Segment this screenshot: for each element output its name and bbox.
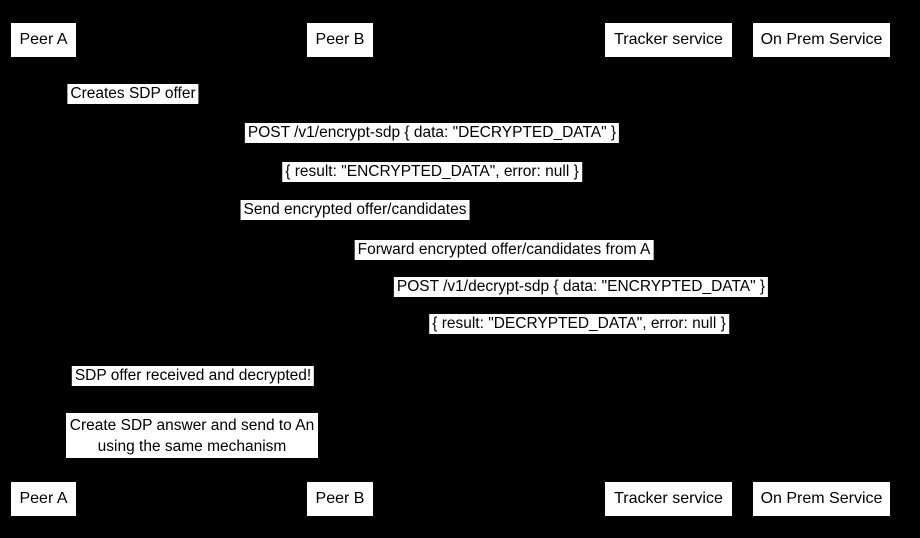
- arrow-self-creates-offer: [43, 106, 113, 107]
- note-line-2: using the same mechanism: [97, 437, 287, 455]
- actor-peer-a-top: Peer A: [11, 23, 76, 57]
- actor-peer-a-bottom: Peer A: [11, 482, 76, 516]
- message-post-decrypt-sdp: POST /v1/decrypt-sdp { data: "ENCRYPTED_…: [393, 277, 769, 297]
- actor-tracker-service-top: Tracker service: [605, 23, 732, 57]
- message-creates-sdp-offer: Creates SDP offer: [67, 84, 199, 104]
- message-post-encrypt-sdp: POST /v1/encrypt-sdp { data: "DECRYPTED_…: [244, 123, 620, 143]
- arrow-decrypt-response: [340, 337, 821, 338]
- lifeline-tracker-service: [668, 57, 669, 482]
- arrow-send-offer: [43, 223, 668, 224]
- note-line-1: Create SDP answer and send to An: [69, 416, 315, 434]
- actor-peer-b-top: Peer B: [307, 23, 373, 57]
- actor-on-prem-service-bottom: On Prem Service: [753, 482, 890, 516]
- note-create-sdp-answer: Create SDP answer and send to An using t…: [66, 413, 318, 458]
- arrow-offer-received: [43, 389, 340, 390]
- message-encrypt-result: { result: "ENCRYPTED_DATA", error: null …: [282, 162, 582, 182]
- lifeline-peer-b: [340, 57, 341, 482]
- arrow-encrypt-response: [43, 185, 821, 186]
- actor-on-prem-service-top: On Prem Service: [753, 23, 890, 57]
- arrow-encrypt-request: [43, 146, 821, 147]
- arrow-forward-offer: [340, 262, 668, 263]
- message-send-encrypted-offer: Send encrypted offer/candidates: [240, 200, 470, 220]
- arrow-decrypt-request: [340, 299, 821, 300]
- lifeline-peer-a: [43, 57, 44, 482]
- actor-tracker-service-bottom: Tracker service: [605, 482, 732, 516]
- actor-peer-b-bottom: Peer B: [307, 482, 373, 516]
- message-forward-encrypted-offer: Forward encrypted offer/candidates from …: [354, 240, 654, 260]
- message-decrypt-result: { result: "DECRYPTED_DATA", error: null …: [429, 314, 729, 334]
- message-offer-received: SDP offer received and decrypted!: [71, 366, 315, 386]
- lifeline-on-prem-service: [821, 57, 822, 482]
